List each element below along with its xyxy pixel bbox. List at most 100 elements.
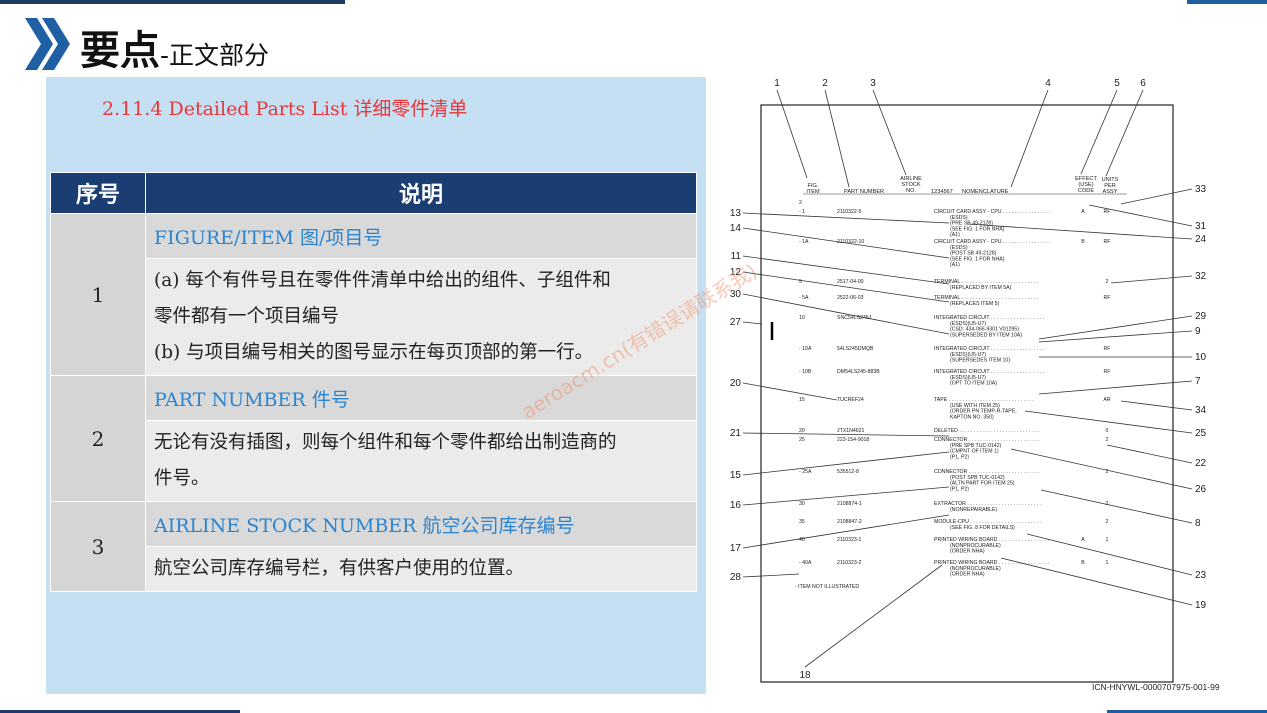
- row-nomenclature: (SUPERSEDES ITEM 10): [950, 358, 1010, 364]
- callout-right: 32: [1195, 271, 1207, 282]
- row-item: - 5A: [799, 295, 809, 301]
- callout-left: 11: [731, 251, 742, 262]
- col-header-effect: EFFECT: [1075, 176, 1097, 182]
- row-nomenclature: (SEE FIG. 8 FOR DETAILS): [950, 525, 1015, 531]
- row-nomenclature: (ESDS): [950, 245, 968, 251]
- col-header-units: UNITS: [1102, 177, 1119, 183]
- col-header-item: ITEM: [806, 189, 820, 195]
- leader-line: [1105, 89, 1144, 177]
- table-row: 3 AIRLINE STOCK NUMBER 航空公司库存编号: [50, 501, 697, 592]
- row-nomenclature: (ORDER NHA): [950, 572, 985, 578]
- row-nomenclature: (ALTN PART FOR ITEM 25): [950, 481, 1015, 487]
- table-header-row: 序号 说明: [50, 172, 697, 214]
- row-units: 0: [1106, 428, 1109, 434]
- callout-right: 29: [1195, 311, 1207, 322]
- row-description: 无论有没有插图，则每个组件和每个零件都给出制造商的 件号。: [145, 420, 697, 502]
- row-nomenclature: (A1): [950, 262, 960, 268]
- row-units: 2: [1106, 469, 1109, 475]
- row-nomenclature: INTEGRATED CIRCUIT . . . . . . . . . . .…: [934, 369, 1044, 375]
- row-units: RF: [1104, 346, 1111, 352]
- leader-line: [1024, 410, 1193, 434]
- row-part-number: 54LS245DMQB: [837, 346, 874, 352]
- row-item: - 25A: [799, 469, 812, 475]
- row-units: 2: [1106, 437, 1109, 443]
- row-part-number: 2110322-10: [837, 239, 864, 245]
- col-header-assy: ASSY: [1103, 189, 1118, 195]
- callout-right: 10: [1195, 352, 1207, 363]
- leader-lines: [742, 89, 1193, 668]
- callout-right: 7: [1195, 376, 1201, 387]
- row-nomenclature: (SEE FIG. 1 FOR NHA): [950, 256, 1005, 262]
- row-subheading: AIRLINE STOCK NUMBER 航空公司库存编号: [145, 501, 697, 547]
- leader-line: [1040, 489, 1193, 524]
- callout-left: 20: [730, 378, 742, 389]
- title-sub: -正文部分: [160, 41, 270, 70]
- row-subheading: FIGURE/ITEM 图/项目号: [145, 213, 697, 259]
- row-units: RF: [1104, 295, 1111, 301]
- row-part-number: 2108847-2: [837, 519, 862, 525]
- leader-line: [742, 514, 950, 549]
- row-nomenclature: (OPT TO ITEM 10A): [950, 381, 997, 387]
- row-subheading: PART NUMBER 件号: [145, 375, 697, 421]
- row-part-number: 2522-06-03: [837, 295, 864, 301]
- icn-label: ICN-HNYWL-0000707975-001-99: [1092, 682, 1220, 692]
- callout-right: 33: [1195, 184, 1207, 195]
- leader-line: [776, 89, 808, 179]
- table-row: 无论有没有插图，则每个组件和每个零件都给出制造商的 件号。: [51, 420, 697, 502]
- leader-line: [1110, 275, 1193, 284]
- row-nomenclature: (ORDER NHA): [950, 549, 985, 555]
- row-nomenclature: CONNECTOR . . . . . . . . . . . . . . . …: [934, 469, 1039, 475]
- row-part-number: 2110322-5: [837, 209, 862, 215]
- row-item: - 10A: [799, 346, 812, 352]
- row-nomenclature: (PRE SB 49-2128): [950, 221, 993, 227]
- row-nomenclature: MODULE-CPU . . . . . . . . . . . . . . .…: [934, 519, 1041, 525]
- col-header-use: (USE): [1078, 182, 1093, 188]
- row-nomenclature: PRINTED WIRING BOARD . . . . . . . . . .…: [934, 537, 1049, 543]
- col-header-fig: FIG.: [808, 183, 819, 189]
- bottom-accent-bar: [0, 710, 240, 713]
- callout-right: 19: [1195, 600, 1207, 611]
- row-nomenclature: (NONREPAIRABLE): [950, 507, 997, 513]
- table-row: (a) 每个有件号且在零件件清单中给出的组件、子组件和 零件都有一个项目编号 (…: [51, 258, 697, 376]
- row-item: 30: [799, 501, 805, 507]
- callout-right: 26: [1195, 484, 1207, 495]
- parts-row: 2: [799, 200, 802, 206]
- row-units: 1: [1106, 560, 1109, 566]
- row-item: - 10B: [799, 369, 812, 375]
- callout-left: 17: [730, 543, 742, 554]
- callout-top: 4: [1045, 78, 1051, 89]
- row-part-number: DM54LS245-883B: [837, 369, 880, 375]
- row-nomenclature: (ESDS)(U5-U7): [950, 375, 986, 381]
- leader-line: [804, 564, 943, 668]
- leader-line: [742, 573, 800, 578]
- row-units: RF: [1104, 239, 1111, 245]
- leader-line: [742, 271, 950, 303]
- desc-line: (b) 与项目编号相关的图号显示在每页顶部的第一行。: [154, 342, 594, 363]
- row-nomenclature: (SEE FIG. 1 FOR NHA): [950, 226, 1005, 232]
- row-nomenclature: (CSD: 434-066-9301 V01295): [950, 327, 1019, 333]
- row-nomenclature: (POST SB 49-2128): [950, 251, 997, 257]
- leader-line: [742, 382, 838, 401]
- leader-line: [1120, 188, 1193, 205]
- row-nomenclature: INTEGRATED CIRCUIT . . . . . . . . . . .…: [934, 315, 1044, 321]
- table-row: 航空公司库存编号栏，有供客户使用的位置。: [51, 546, 697, 592]
- col-header-no: NO.: [906, 188, 916, 194]
- top-accent-bar: [0, 0, 345, 4]
- slide-title: 要点-正文部分: [80, 18, 269, 76]
- row-nomenclature: (ORDER PN TEMP-R-TAPE,: [950, 409, 1017, 415]
- leader-line: [872, 89, 907, 176]
- row-nomenclature: EXTRACTOR . . . . . . . . . . . . . . . …: [934, 501, 1041, 507]
- row-nomenclature: TERMINAL . . . . . . . . . . . . . . . .…: [934, 279, 1038, 285]
- callout-left: 28: [730, 572, 742, 583]
- col-header-description: 说明: [145, 172, 697, 214]
- row-part-number: 2110323-1: [837, 537, 862, 543]
